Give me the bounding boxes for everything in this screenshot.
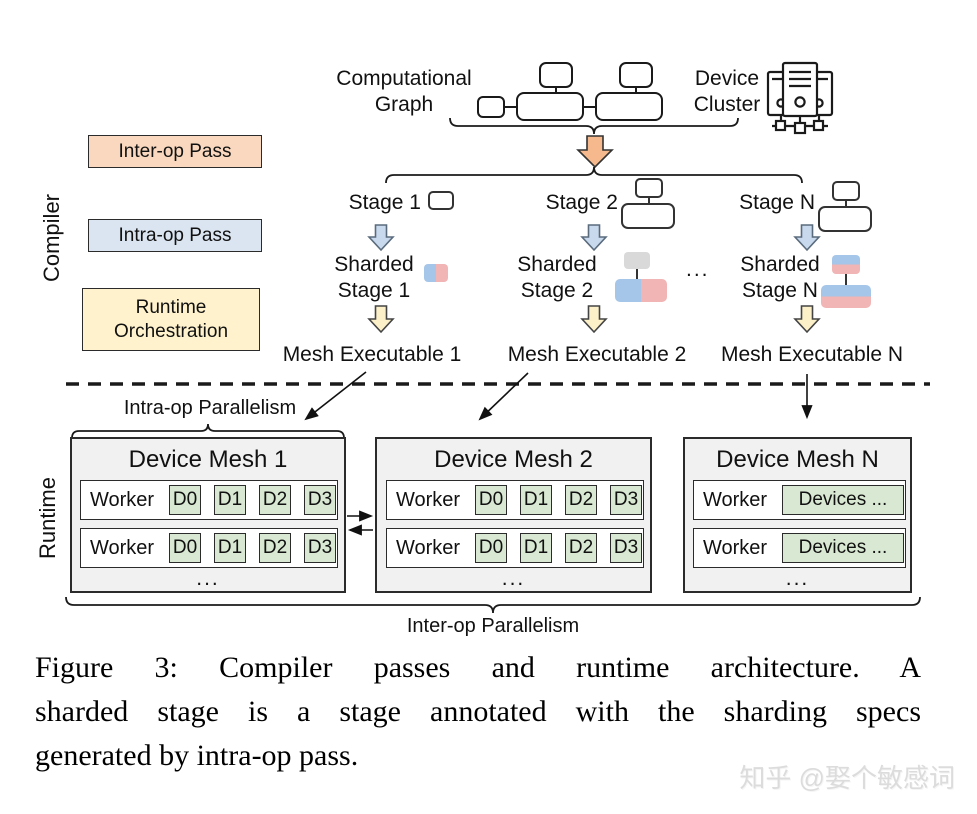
runtime-section-label: Runtime: [35, 477, 60, 559]
more-workers-ellipsis: ...: [501, 567, 526, 590]
caption-line: sharded stage is a stage annotated with …: [35, 695, 921, 728]
device-cell: D2: [259, 485, 291, 515]
executable-to-mesh-arrows: [304, 371, 813, 421]
devices-cell: Devices ...: [782, 533, 904, 563]
figure-caption: Figure 3: Compiler passes and runtime ar…: [35, 646, 921, 778]
device-cell: D3: [304, 533, 336, 563]
device-cell: D3: [610, 485, 642, 515]
worker-row: Worker D0 D1 D2 D3: [386, 528, 644, 568]
runtime-orchestration-arrow-icons: [367, 305, 821, 334]
device-cell: D0: [169, 533, 201, 563]
device-cell: D2: [565, 533, 597, 563]
sharded-stage-1-label: Sharded Stage 1: [334, 253, 414, 302]
computational-graph-label: Computational Graph: [336, 67, 472, 116]
worker-label: Worker: [703, 536, 768, 559]
computational-graph-icon: [477, 62, 663, 121]
intra-op-parallelism-label: Intra-op Parallelism: [123, 397, 297, 419]
sharded-stage-n-label: Sharded Stage N: [740, 253, 820, 302]
mesh-executable-2-label: Mesh Executable 2: [507, 343, 687, 366]
device-cell: D0: [475, 485, 507, 515]
top-brace: [449, 117, 739, 135]
runtime-orchestration-box: Runtime Orchestration: [82, 288, 260, 351]
worker-row: Worker D0 D1 D2 D3: [80, 528, 338, 568]
worker-row: Worker Devices ...: [693, 480, 906, 520]
sharded-stage-n-icon: [821, 255, 871, 308]
mesh-executable-1-label: Mesh Executable 1: [282, 343, 462, 366]
device-cluster-icon: [766, 61, 834, 135]
worker-label: Worker: [396, 488, 461, 511]
worker-label: Worker: [90, 536, 155, 559]
devices-cell: Devices ...: [782, 485, 904, 515]
inter-op-pass-box: Inter-op Pass: [88, 135, 262, 168]
device-mesh-n: Device Mesh N Worker Devices ... Worker …: [683, 437, 912, 593]
device-mesh-1: Device Mesh 1 Worker D0 D1 D2 D3 Worker …: [70, 437, 346, 593]
more-workers-ellipsis: ...: [785, 567, 810, 590]
intra-op-pass-arrow-icons: [367, 224, 821, 252]
inter-op-parallelism-brace: [65, 596, 921, 614]
device-cell: D1: [214, 485, 246, 515]
sharded-stages-ellipsis: ...: [686, 258, 710, 281]
intra-op-pass-box: Intra-op Pass: [88, 219, 262, 252]
device-cell: D1: [214, 533, 246, 563]
stage-1-label: Stage 1: [348, 191, 421, 214]
device-mesh-n-title: Device Mesh N: [716, 446, 879, 473]
device-mesh-2: Device Mesh 2 Worker D0 D1 D2 D3 Worker …: [375, 437, 652, 593]
stages-brace: [385, 166, 803, 184]
device-cell: D2: [565, 485, 597, 515]
device-cell: D3: [304, 485, 336, 515]
worker-row: Worker D0 D1 D2 D3: [386, 480, 644, 520]
device-cluster-label: Device Cluster: [693, 67, 761, 116]
more-workers-ellipsis: ...: [196, 567, 220, 590]
sharded-stage-1-icon: [424, 264, 448, 282]
stage-n-icon: [818, 181, 872, 232]
device-mesh-1-title: Device Mesh 1: [128, 446, 288, 473]
sharded-stage-2-icon: [615, 252, 667, 302]
device-cell: D0: [169, 485, 201, 515]
device-cell: D1: [520, 533, 552, 563]
worker-label: Worker: [703, 488, 768, 511]
inter-op-pass-arrow-icon: [576, 135, 614, 169]
worker-row: Worker Devices ...: [693, 528, 906, 568]
device-cell: D0: [475, 533, 507, 563]
inter-op-parallelism-label: Inter-op Parallelism: [406, 615, 580, 637]
stage-2-icon: [621, 178, 675, 229]
stage-n-label: Stage N: [739, 191, 815, 214]
compiler-section-label: Compiler: [39, 193, 64, 283]
sharded-stage-2-label: Sharded Stage 2: [517, 253, 597, 302]
caption-line: generated by intra-op pass.: [35, 739, 359, 772]
intra-op-parallelism-brace: [71, 423, 345, 439]
worker-label: Worker: [90, 488, 155, 511]
stage-1-icon: [428, 191, 454, 210]
mesh-executable-n-label: Mesh Executable N: [720, 343, 904, 366]
worker-row: Worker D0 D1 D2 D3: [80, 480, 338, 520]
device-cell: D3: [610, 533, 642, 563]
inter-mesh-arrows: [347, 510, 374, 536]
caption-line: Figure 3: Compiler passes and runtime ar…: [35, 651, 921, 684]
device-cell: D2: [259, 533, 291, 563]
stage-2-label: Stage 2: [545, 191, 618, 214]
device-cell: D1: [520, 485, 552, 515]
worker-label: Worker: [396, 536, 461, 559]
zhihu-watermark: 知乎 @娶个敏感词: [739, 763, 955, 793]
device-mesh-2-title: Device Mesh 2: [434, 446, 593, 473]
